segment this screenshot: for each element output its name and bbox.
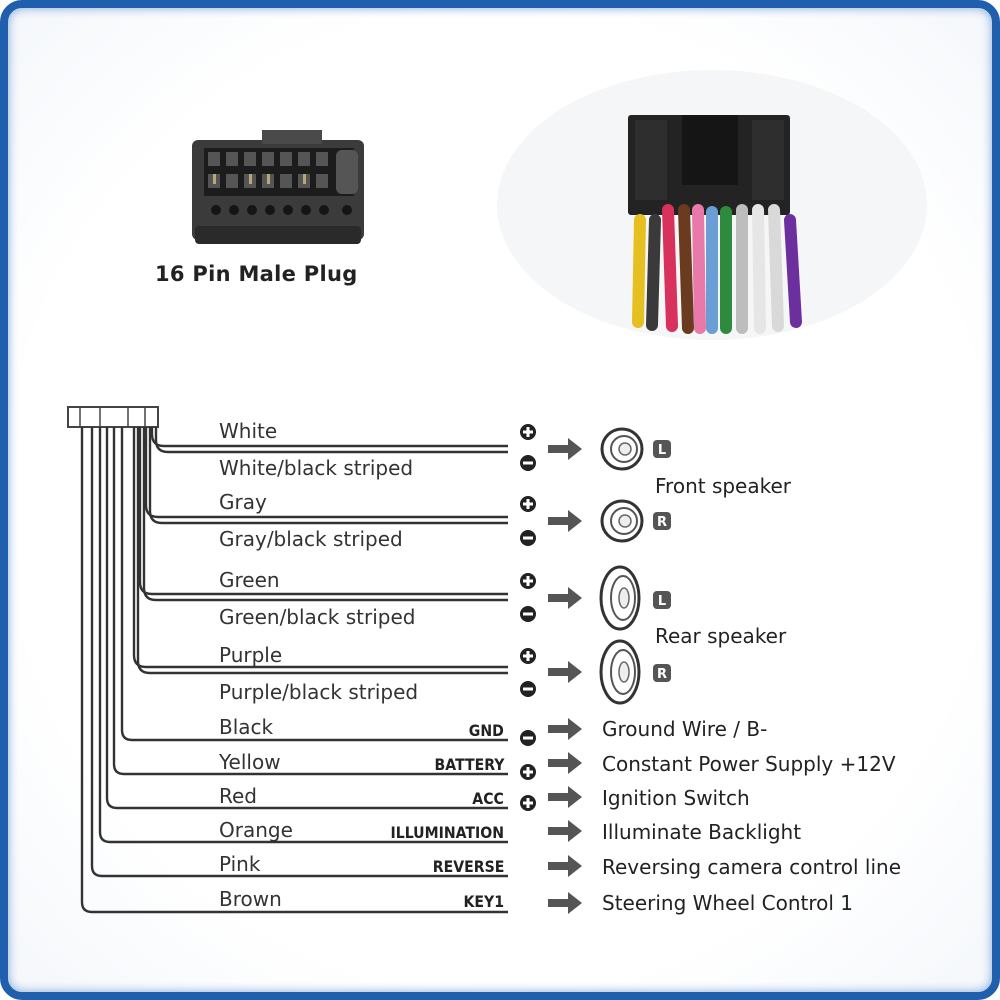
- wire-pink: [90, 427, 508, 878]
- minus-symbol-gnd: [520, 730, 536, 746]
- arrow-rear-left: [548, 587, 582, 609]
- wire-label-green: Green: [219, 568, 280, 592]
- plus-symbol-front-left: [520, 424, 536, 440]
- desc-reverse: Reversing camera control line: [602, 855, 902, 879]
- wire-label-black: Black: [219, 715, 274, 739]
- rear-speaker-label: Rear speaker: [655, 624, 787, 648]
- minus-symbol-front-left: [520, 455, 536, 471]
- wire-label-green-black: Green/black striped: [219, 605, 416, 629]
- wire-label-purple: Purple: [219, 643, 283, 667]
- speaker-front-right: [600, 499, 644, 543]
- svg-text:R: R: [657, 667, 667, 682]
- wire-yellow: [112, 427, 508, 776]
- speakers: L R L R: [599, 427, 671, 705]
- arrows: [548, 438, 582, 914]
- wire-label-gray: Gray: [219, 490, 267, 514]
- wire-label-yellow: Yellow: [219, 750, 281, 774]
- svg-text:L: L: [658, 594, 666, 609]
- desc-illumination: Illuminate Backlight: [602, 820, 802, 844]
- arrow-brown: [548, 892, 582, 914]
- polarity-symbols: [520, 424, 536, 811]
- arrow-black: [548, 718, 582, 740]
- arrow-yellow: [548, 752, 582, 774]
- wire-rear-left-minus: [142, 427, 508, 602]
- wire-lines: [80, 427, 508, 914]
- arrow-red: [548, 786, 582, 808]
- plug-caption: 16 Pin Male Plug: [155, 262, 358, 286]
- badge-rear-left: L: [653, 591, 671, 609]
- desc-battery: Constant Power Supply +12V: [602, 752, 896, 776]
- func-label-reverse: REVERSE: [432, 857, 504, 876]
- badge-front-left: L: [653, 440, 671, 458]
- wire-label-brown: Brown: [219, 887, 282, 911]
- wire-label-pink: Pink: [219, 852, 261, 876]
- wire-label-purple-black: Purple/black striped: [219, 680, 419, 704]
- wire-front-right-minus: [148, 427, 508, 525]
- arrow-front-right: [548, 510, 582, 532]
- plug-connector-image: [192, 130, 364, 244]
- wire-front-left-plus: [150, 427, 508, 448]
- wire-red: [105, 427, 508, 810]
- wire-label-white: White: [219, 419, 278, 443]
- arrow-pink: [548, 855, 582, 877]
- plus-symbol-front-right: [520, 496, 536, 512]
- plus-symbol-battery: [520, 764, 536, 780]
- arrow-orange: [548, 820, 582, 842]
- desc-key1: Steering Wheel Control 1: [602, 891, 854, 915]
- wire-black: [120, 427, 508, 742]
- minus-symbol-rear-right: [520, 681, 536, 697]
- wire-brown: [80, 427, 508, 914]
- svg-text:L: L: [658, 443, 666, 458]
- speaker-front-left: [600, 427, 644, 471]
- func-label-acc: ACC: [472, 789, 504, 808]
- harness-header: [67, 406, 159, 428]
- speaker-rear-right: [599, 639, 641, 705]
- wire-label-orange: Orange: [219, 818, 293, 842]
- speaker-rear-left: [599, 565, 641, 631]
- badge-front-right: R: [653, 512, 671, 530]
- plus-symbol-rear-right: [520, 648, 536, 664]
- front-speaker-label: Front speaker: [655, 474, 792, 498]
- func-label-key1: KEY1: [463, 892, 504, 911]
- wire-orange: [98, 427, 508, 844]
- func-label-battery: BATTERY: [434, 755, 504, 774]
- badge-rear-right: R: [653, 664, 671, 682]
- desc-ground: Ground Wire / B-: [602, 717, 768, 741]
- arrow-front-left: [548, 438, 582, 460]
- wire-label-gray-black: Gray/black striped: [219, 527, 403, 551]
- plus-symbol-acc: [520, 795, 536, 811]
- plus-symbol-rear-left: [520, 573, 536, 589]
- minus-symbol-front-right: [520, 530, 536, 546]
- wire-label-red: Red: [219, 784, 257, 808]
- wire-front-left-minus: [154, 427, 508, 454]
- func-label-illumination: ILLUMINATION: [390, 823, 504, 842]
- svg-text:R: R: [657, 515, 667, 530]
- func-label-gnd: GND: [468, 721, 504, 740]
- desc-acc: Ignition Switch: [602, 786, 750, 810]
- wire-label-white-black: White/black striped: [219, 456, 414, 480]
- minus-symbol-rear-left: [520, 606, 536, 622]
- arrow-rear-right: [548, 661, 582, 683]
- harness-photo: [497, 70, 927, 340]
- wire-rear-right-minus: [136, 427, 508, 675]
